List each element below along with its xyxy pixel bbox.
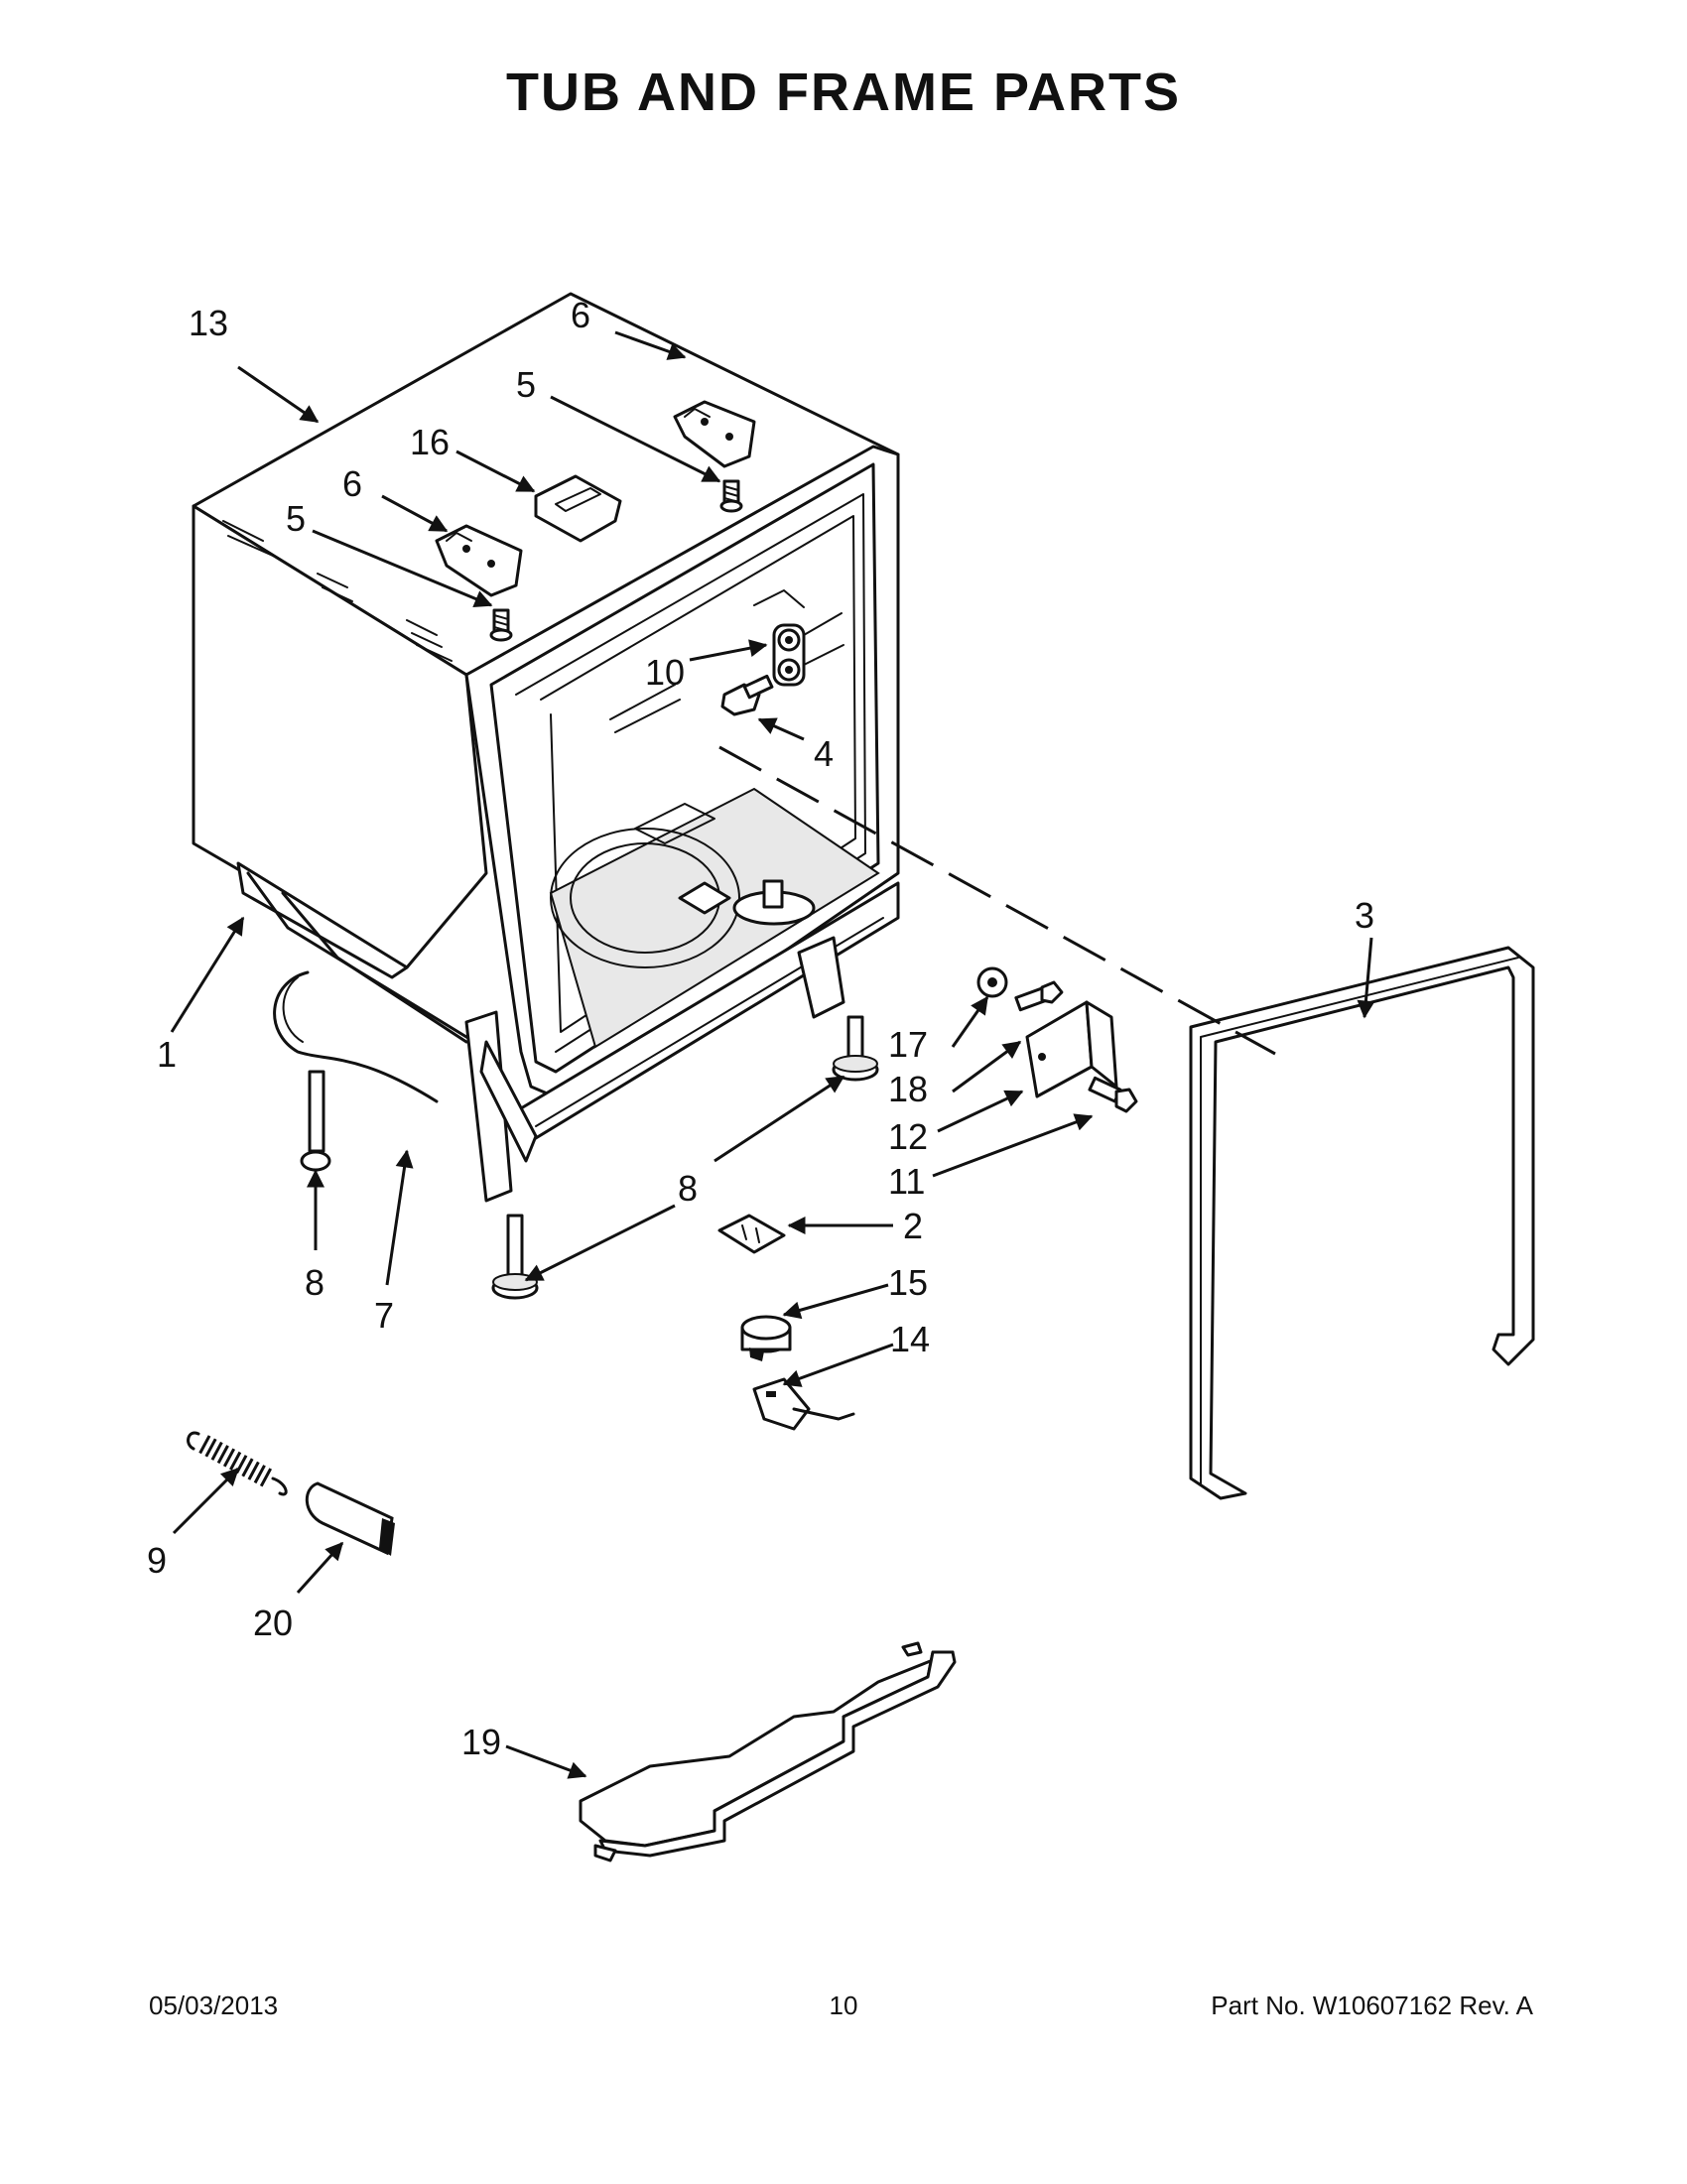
callout-9: 9 <box>147 1540 167 1581</box>
callout-3: 3 <box>1355 895 1374 936</box>
callout-4: 4 <box>814 733 834 774</box>
leveling-leg-8-front-right <box>832 1015 879 1082</box>
callout-17: 17 <box>888 1024 928 1065</box>
callout-7: 7 <box>374 1295 394 1336</box>
screw-18 <box>1014 980 1064 1012</box>
callout-5-upper: 5 <box>516 364 536 405</box>
footer-date: 05/03/2013 <box>149 1991 279 2020</box>
callout-12: 12 <box>888 1116 928 1157</box>
leader-lines <box>170 330 1375 1779</box>
callout-1: 1 <box>157 1034 177 1075</box>
screw-5-left <box>489 608 513 642</box>
screw-5-right <box>719 479 743 513</box>
thermostat-bracket-14 <box>752 1377 855 1431</box>
tub-assembly <box>192 292 900 1203</box>
plate-19 <box>579 1641 957 1863</box>
callout-13: 13 <box>189 303 228 343</box>
screw-4 <box>720 674 774 716</box>
vent-clip-16 <box>534 474 622 543</box>
door-gasket-3 <box>1189 946 1535 1500</box>
footer-page-number: 10 <box>829 1991 858 2020</box>
callout-2: 2 <box>903 1206 923 1246</box>
callout-6-upper: 6 <box>571 295 590 335</box>
callout-11: 11 <box>888 1161 925 1202</box>
callout-18: 18 <box>888 1069 928 1109</box>
top-bracket-right <box>673 400 756 468</box>
callout-10: 10 <box>645 652 685 693</box>
clip-2 <box>717 1214 786 1254</box>
callout-6-lower: 6 <box>342 463 362 504</box>
callout-20: 20 <box>253 1603 293 1643</box>
rack-roller-10 <box>772 612 844 687</box>
footer-part-number: Part No. W10607162 Rev. A <box>1211 1991 1533 2020</box>
callout-16: 16 <box>410 422 450 462</box>
callout-15: 15 <box>888 1262 928 1303</box>
thermostat-15 <box>740 1315 792 1361</box>
callout-19: 19 <box>461 1722 501 1762</box>
grommet-17 <box>976 966 1008 998</box>
page-title: TUB AND FRAME PARTS <box>506 63 1181 122</box>
screw-11 <box>1088 1076 1138 1113</box>
leveling-leg-8-left <box>300 1070 331 1172</box>
top-bracket-left <box>435 524 523 597</box>
callout-5-lower: 5 <box>286 498 306 539</box>
callout-8-left: 8 <box>305 1262 324 1303</box>
callout-labels: 13 6 5 16 6 5 10 4 3 1 17 18 12 11 8 2 1… <box>147 295 1374 1762</box>
pad-20 <box>305 1481 395 1556</box>
leveling-leg-8-front <box>491 1214 539 1300</box>
callout-8-right: 8 <box>678 1168 698 1209</box>
callout-14: 14 <box>890 1319 930 1359</box>
spring-9 <box>187 1431 288 1496</box>
